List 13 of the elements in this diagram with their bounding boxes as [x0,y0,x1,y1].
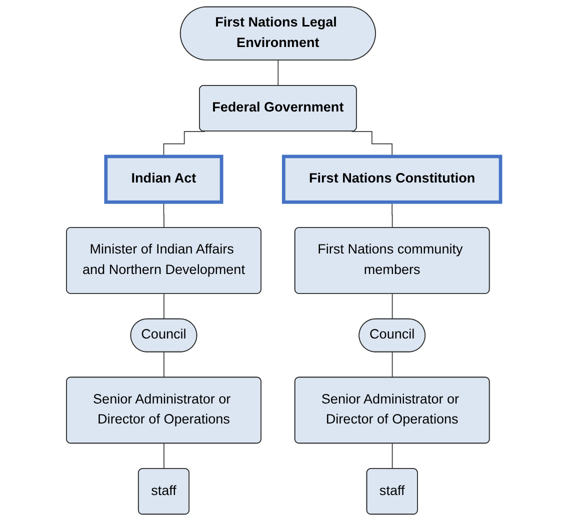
connector [351,131,393,157]
connector [278,60,279,86]
connector [164,352,165,378]
connector [163,202,165,228]
connector [392,443,393,470]
connector [164,443,165,470]
connector [392,293,393,320]
node-box: Indian Act [104,154,224,204]
connector [392,352,393,378]
node-box: First Nations Constitution [282,154,502,204]
connector [392,202,393,228]
connector [164,293,165,320]
connector [163,131,206,157]
